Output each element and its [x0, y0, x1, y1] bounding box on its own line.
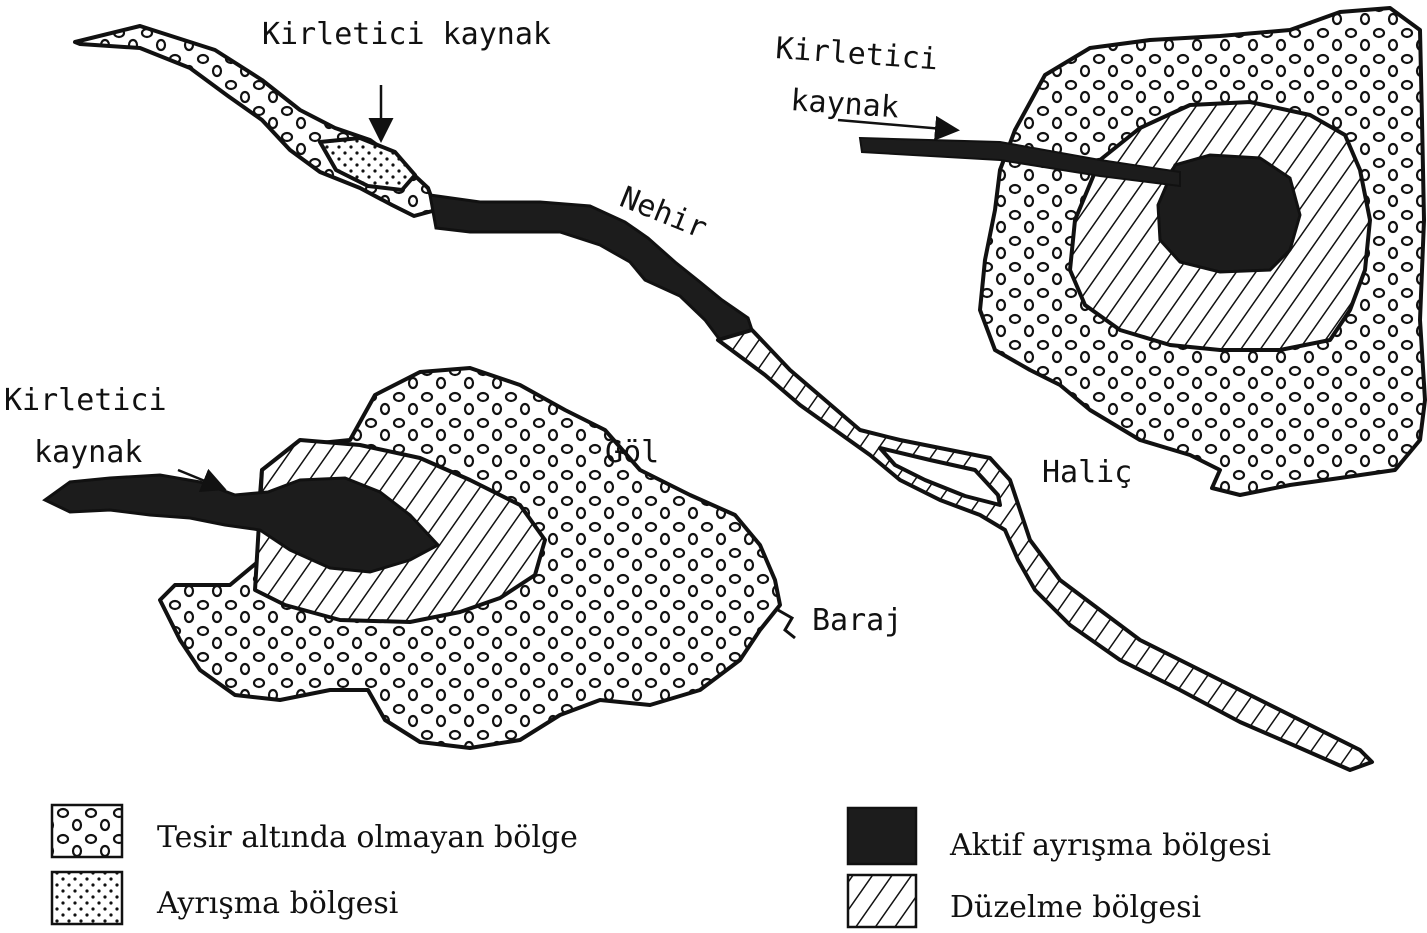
estuary	[860, 8, 1425, 495]
legend-swatch-ovals	[52, 805, 122, 857]
legend-item-decomposition: Ayrışma bölgesi	[52, 872, 398, 924]
label-dam: Baraj	[812, 603, 902, 638]
legend-swatch-dots	[52, 872, 122, 924]
label-source-river: Kirletici kaynak	[262, 17, 551, 52]
legend-label-recovery: Düzelme bölgesi	[950, 890, 1201, 925]
lake	[45, 368, 780, 748]
legend-label-decomposition: Ayrışma bölgesi	[156, 886, 398, 921]
label-lake: Göl	[605, 435, 659, 470]
legend-label-unaffected: Tesir altında olmayan bölge	[157, 820, 578, 855]
label-source-lake-line2: kaynak	[34, 435, 142, 470]
label-estuary: Haliç	[1042, 455, 1132, 490]
legend-swatch-hatch	[848, 875, 916, 927]
legend-item-unaffected: Tesir altında olmayan bölge	[52, 805, 578, 857]
label-source-estuary-line2: kaynak	[789, 83, 900, 125]
label-source-estuary-line1: Kirletici	[774, 31, 939, 77]
legend-swatch-solid-dark	[848, 808, 916, 864]
legend-label-active: Aktif ayrışma bölgesi	[949, 828, 1271, 863]
legend: Tesir altında olmayan bölge Ayrışma bölg…	[52, 805, 1271, 927]
label-source-lake-line1: Kirletici	[4, 383, 167, 418]
legend-item-recovery: Düzelme bölgesi	[848, 875, 1201, 927]
river-decomposition-segment	[320, 138, 415, 190]
legend-item-active: Aktif ayrışma bölgesi	[848, 808, 1271, 864]
dam-marker	[778, 610, 795, 638]
